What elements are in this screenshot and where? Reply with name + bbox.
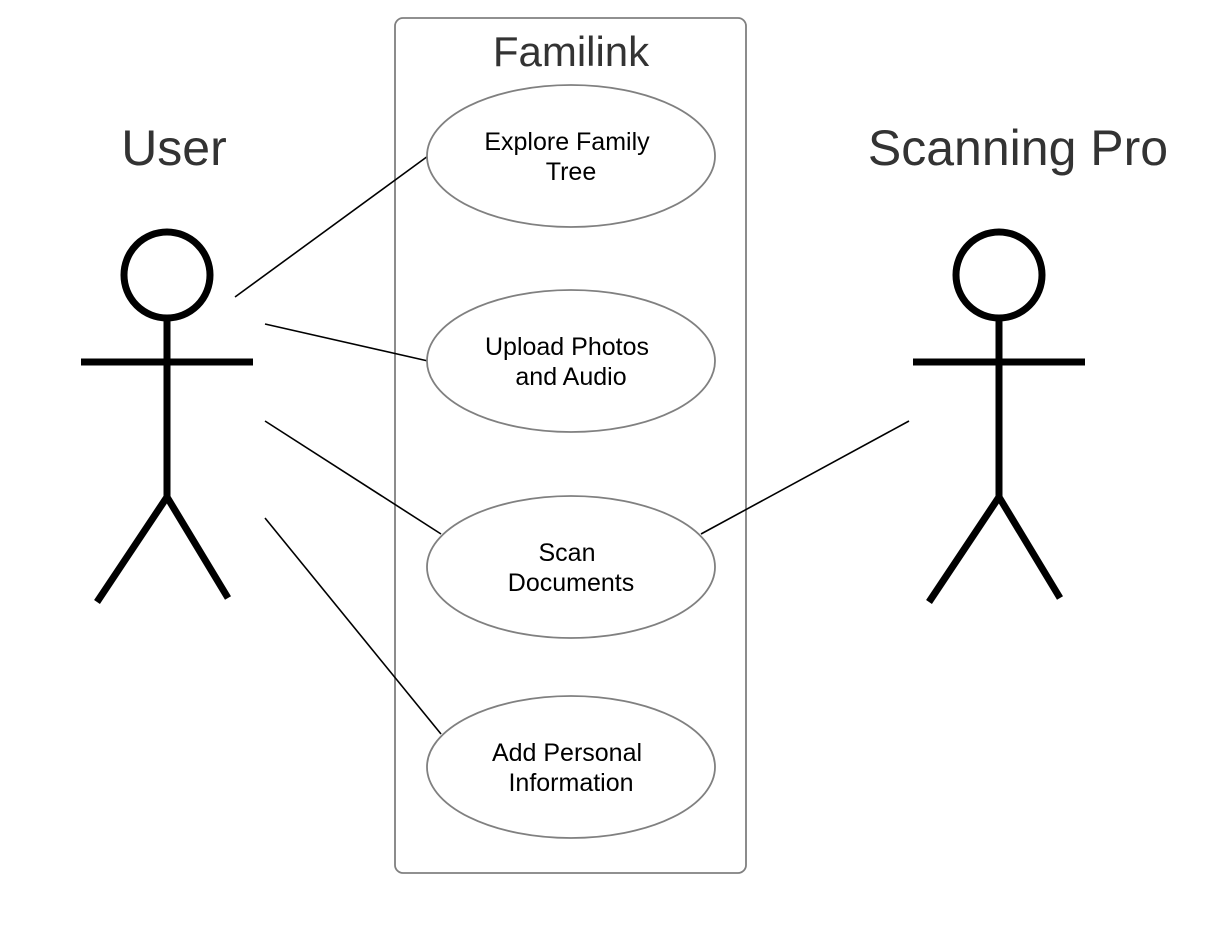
association-user-scan-documents [264,420,442,535]
use-case-explore-family-tree[interactable]: Explore Family Tree [426,84,716,228]
use-case-ellipse [426,84,716,228]
association-user-upload-photos [264,323,429,362]
use-case-label-line2: Information [508,769,633,797]
use-case-upload-photos-and-audio[interactable]: Upload Photos and Audio [426,289,716,433]
use-case-label-line1: Upload Photos [485,333,649,361]
use-case-label-line1: Scan [539,539,596,567]
association-user-explore-family-tree [234,155,429,298]
actor-scanning-pro[interactable]: Scanning Pro [868,120,1168,604]
actor-scanning-pro-name: Scanning Pro [868,120,1168,176]
use-case-ellipse [426,289,716,433]
use-case-ellipse [426,495,716,639]
use-case-label-line1: Add Personal [492,739,642,767]
use-case-add-personal-information[interactable]: Add Personal Information [426,695,716,839]
user-stick-figure-icon [81,228,253,604]
use-case-ellipse [426,695,716,839]
association-user-add-personal-information [264,517,442,735]
use-case-label-line2: and Audio [515,363,626,391]
actor-user-name: User [121,120,227,176]
system-boundary [394,17,747,874]
association-scanning-pro-scan-documents [700,420,910,535]
use-case-label-line2: Documents [508,569,634,597]
actor-user[interactable]: User [81,120,253,604]
use-case-label-line2: Tree [546,158,596,186]
use-case-scan-documents[interactable]: Scan Documents [426,495,716,639]
use-case-label-line1: Explore Family [484,128,650,156]
scanning-pro-stick-figure-icon [913,228,1085,604]
system-title: Familink [493,28,650,75]
